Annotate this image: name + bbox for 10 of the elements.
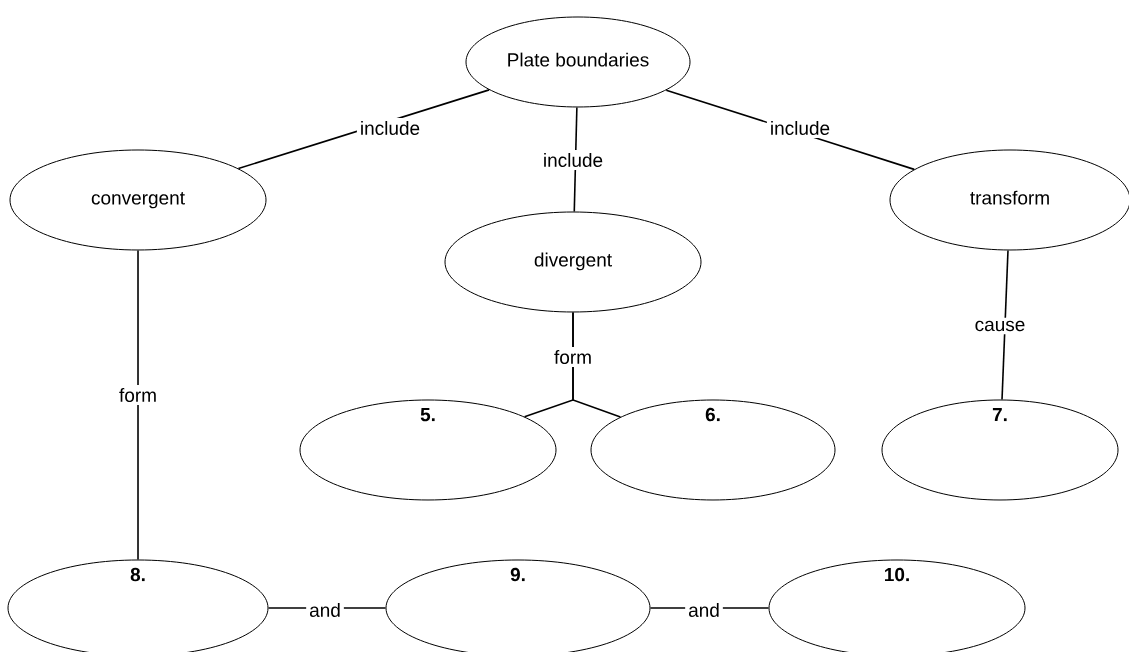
edge-label: and: [306, 600, 344, 620]
edge-label: form: [116, 385, 160, 405]
edge-label: form: [551, 347, 595, 367]
connector-line: [1001, 249, 1009, 401]
edge-label: include: [356, 118, 424, 138]
edge-label: include: [539, 150, 607, 170]
edge-label: and: [685, 600, 723, 620]
edge-label: include: [766, 118, 834, 138]
connector-line: [137, 249, 139, 561]
edge-label: cause: [971, 317, 1029, 335]
